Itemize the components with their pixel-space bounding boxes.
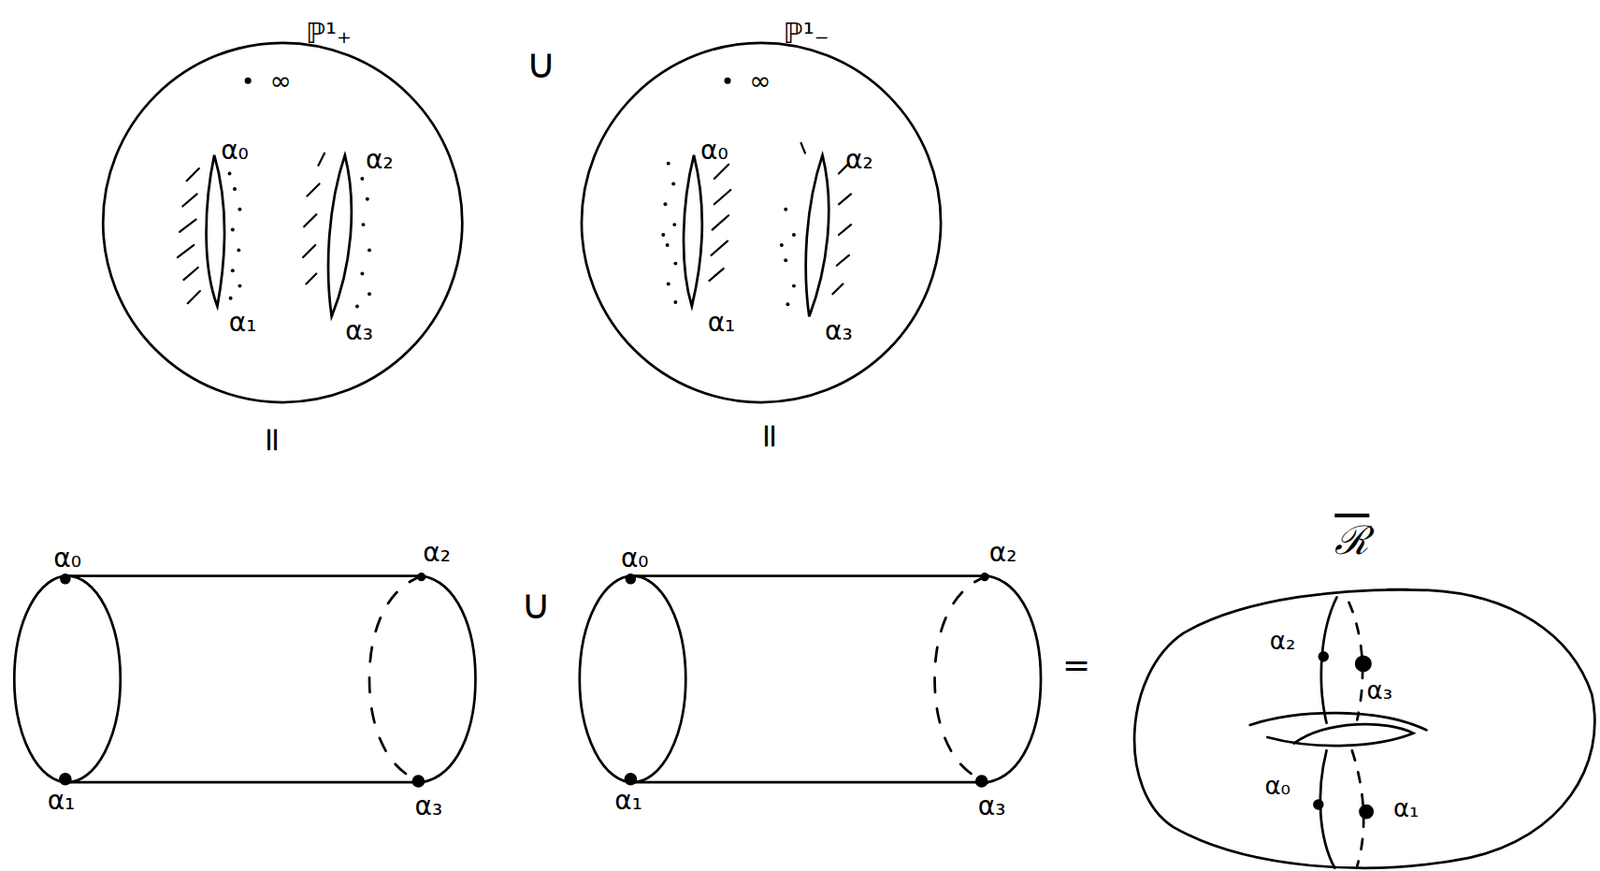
point-label: α₀ — [1264, 773, 1291, 798]
sphere-name: ℙ¹₊ — [305, 19, 352, 48]
sphere-name: ℙ¹₋ — [783, 19, 830, 48]
point-label: α₃ — [824, 317, 853, 345]
equals-sign: = — [256, 425, 290, 454]
equals-sign: = — [1062, 648, 1091, 682]
point-label: ∞ — [749, 68, 771, 95]
point-label: α₂ — [1269, 628, 1297, 653]
point-label: α₃ — [414, 792, 443, 820]
point-label: α₂ — [422, 539, 451, 566]
point-label: α₀ — [620, 545, 649, 572]
point-label: α₃ — [345, 317, 374, 345]
equals-sign: = — [753, 421, 788, 450]
point-label: α₁ — [614, 787, 643, 814]
point-label: α₁ — [707, 309, 736, 336]
point-label: α₁ — [47, 787, 76, 814]
point-label: α₁ — [1393, 795, 1420, 821]
point-label: α₁ — [229, 309, 258, 336]
point-label: α₂ — [845, 146, 874, 173]
point-label: α₀ — [700, 137, 729, 164]
point-label: α₃ — [1367, 677, 1394, 703]
union-sign: ∪ — [525, 43, 556, 85]
point-label: α₀ — [220, 137, 249, 164]
surface-name: ℛ — [1334, 520, 1370, 561]
union-sign: ∪ — [520, 583, 551, 625]
point-label: α₂ — [365, 146, 394, 173]
point-label: α₂ — [989, 539, 1018, 566]
point-label: ∞ — [269, 68, 291, 95]
point-label: α₀ — [53, 545, 82, 572]
point-label: α₃ — [978, 792, 1007, 820]
